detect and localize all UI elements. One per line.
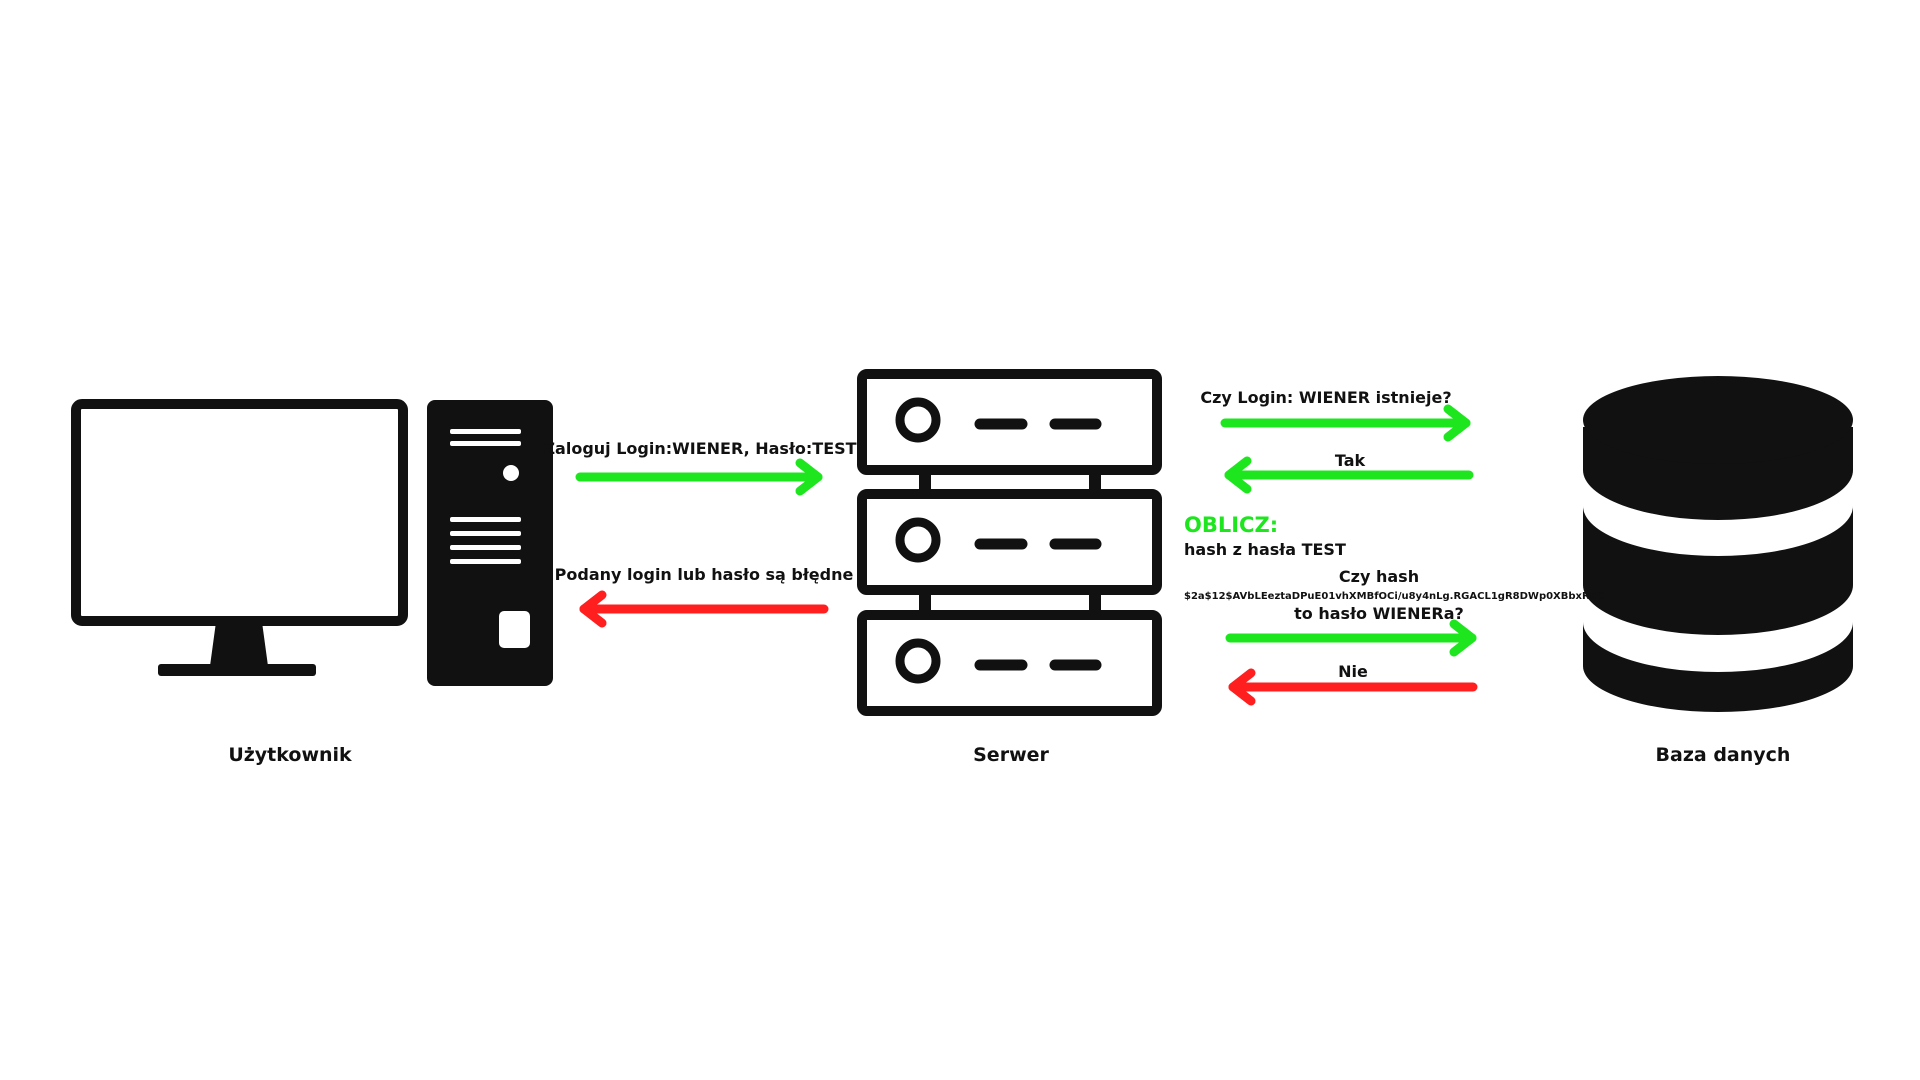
check-login-arrow: [1220, 404, 1471, 442]
check-login-reply-label: Tak: [1335, 451, 1366, 470]
check-hash-reply-arrow: [1228, 668, 1478, 706]
check-login-label: Czy Login: WIENER istnieje?: [1200, 388, 1451, 407]
login-request-label: Zaloguj Login:WIENER, Hasło:TEST: [543, 439, 856, 458]
server-unit-bottom: [857, 610, 1162, 716]
server-label: Serwer: [973, 744, 1049, 766]
monitor-icon: [71, 399, 408, 676]
login-request-arrow: [575, 458, 823, 496]
login-error-label: Podany login lub hasło są błędne: [555, 565, 854, 584]
check-hash-value: $2a$12$AVbLEeztaDPuE01vhXMBfOCi/u8y4nLg.…: [1184, 591, 1604, 602]
server-unit-middle: [857, 489, 1162, 595]
check-hash-arrow: [1225, 619, 1477, 657]
login-error-arrow: [579, 590, 829, 628]
compute-body: hash z hasła TEST: [1184, 540, 1346, 559]
server-rack-icon: [857, 369, 1162, 716]
database-label: Baza danych: [1656, 744, 1791, 766]
check-hash-label-line1: Czy hash: [1339, 567, 1419, 586]
server-unit-top: [857, 369, 1162, 475]
compute-title: OBLICZ:: [1184, 513, 1278, 537]
user-computer-icon: [71, 399, 553, 686]
database-icon: [1583, 376, 1853, 712]
check-hash-reply-label: Nie: [1338, 662, 1368, 681]
user-label: Użytkownik: [228, 744, 352, 766]
pc-tower-icon: [427, 400, 553, 686]
check-hash-label-line2: to hasło WIENERa?: [1294, 604, 1464, 623]
check-login-reply-arrow: [1224, 456, 1474, 494]
